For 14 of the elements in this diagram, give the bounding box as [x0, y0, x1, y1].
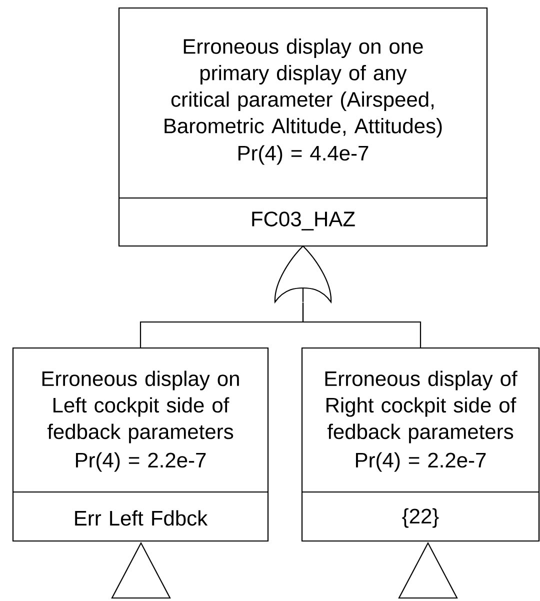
event-id: Err Left Fdbck: [75, 510, 208, 526]
probability-text: Pr(4) = 2.2e-7: [76, 452, 206, 472]
event-id: {22}: [402, 508, 439, 528]
or-gate: [274, 245, 332, 303]
event-box: [12, 347, 269, 542]
event-box: [118, 7, 488, 247]
event-box: [301, 347, 540, 542]
connector-line: [302, 302, 422, 348]
probability-text: Pr(4) = 4.4e-7: [238, 145, 368, 165]
event-description: Erroneous display on Left cockpit side of fedback parameters: [42, 370, 239, 444]
probability-text: Pr(4) = 2.2e-7: [356, 452, 486, 472]
event-description: Erroneous display on one primary display of any critical parameter (Airspeed, Barometric Altitude, Attitudes): [164, 38, 442, 138]
event-id: FC03_HAZ: [252, 212, 355, 230]
event-description: Erroneous display of Right cockpit side of fedback parameters: [325, 370, 518, 444]
